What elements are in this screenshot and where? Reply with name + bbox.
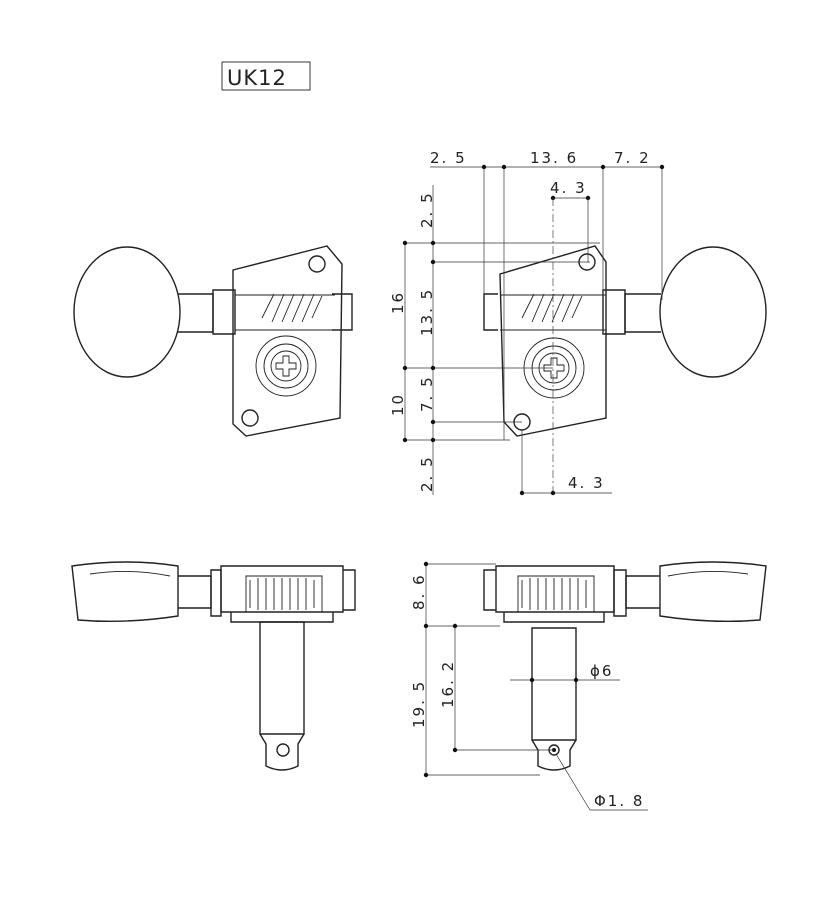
side-view-left [71,561,356,771]
dim-top-left-width: 2. 5 [430,149,467,167]
worm-gear-right [521,293,583,323]
knob-side-left [71,561,179,623]
front-dimensions: 2. 5 13. 6 7. 2 4. 3 4. 3 2. 5 16 13. 5 … [389,149,665,496]
dim-post-length: 19. 5 [410,680,428,728]
button-knob-right [659,246,767,378]
knob-shaft-left [178,293,214,333]
housing-side-right [495,565,615,613]
dim-gear-center-height: 13. 5 [418,288,436,336]
model-label: UK12 [227,66,287,90]
side-view-right [483,561,767,771]
mounting-hole-upper-left [308,255,326,273]
worm-gear-left [261,293,323,323]
knob-shaft-right [624,293,661,333]
housing-side-left [220,565,344,613]
dim-bottom-gap: 2. 5 [418,455,436,492]
dim-hole-offset-top: 4. 3 [550,179,587,197]
mounting-hole-lower-left [241,409,259,427]
housing-plate-left [232,245,343,437]
dim-left-top-gap: 2. 5 [418,191,436,228]
post-hole-left [276,743,290,757]
gear-stack-right [517,575,595,613]
dim-hole-offset-bottom: 4. 3 [568,474,605,492]
dim-side-head-height: 8. 6 [410,573,428,610]
front-view-left [73,245,353,437]
dim-overall-height: 16 [389,291,407,314]
dim-post-diameter: ϕ6 [590,662,613,680]
dim-gear-lower: 7. 5 [418,375,436,412]
side-dimensions: ϕ6 Φ1. 8 8. 6 19. 5 16. 2 [410,561,648,811]
string-post-left [259,621,305,735]
knob-side-right [659,561,767,623]
gear-stack-left [245,575,323,613]
dim-top-right-width: 7. 2 [614,149,651,167]
dim-hole-diameter: Φ1. 8 [594,792,644,810]
pinion-gear-left [255,335,317,397]
button-knob-left [73,246,181,378]
front-view-right [483,245,767,437]
model-label-box: UK12 [221,61,311,91]
dim-top-mid-width: 13. 6 [530,149,578,167]
dim-lower-height: 10 [389,393,407,416]
dim-post-hole-height: 16. 2 [439,660,457,708]
string-post-right [531,627,577,741]
